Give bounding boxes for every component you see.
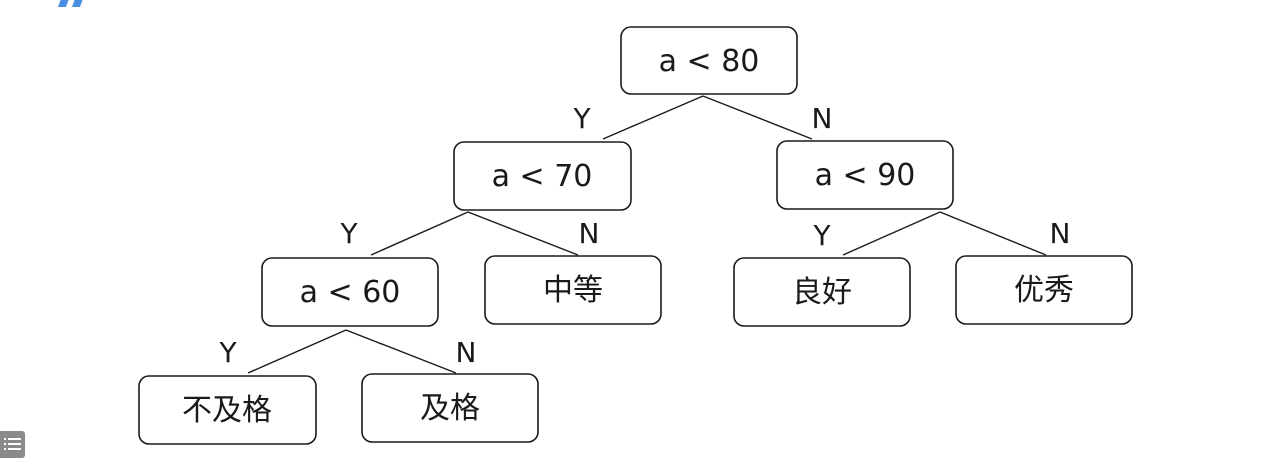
edge-label-right-no: N [1050, 217, 1071, 250]
node-root: a < 80 [620, 26, 798, 95]
node-right-left-label: 良好 [792, 275, 852, 310]
edge-label-leftleft-no: N [456, 336, 477, 369]
node-left-left-right: 及格 [361, 373, 539, 443]
node-left-right: 中等 [484, 255, 662, 325]
edge-right-rightright [939, 211, 1047, 256]
edge-label-right-yes: Y [812, 219, 831, 252]
node-right: a < 90 [776, 140, 954, 210]
node-left-left-right-label: 及格 [420, 391, 480, 426]
edge-label-leftleft-yes: Y [218, 336, 237, 369]
node-left-left-left-label: 不及格 [182, 393, 272, 428]
node-right-right-label: 优秀 [1014, 273, 1074, 308]
edge-root-left [602, 95, 704, 140]
node-left-left: a < 60 [261, 257, 439, 327]
edge-leftleft-pass [345, 329, 457, 374]
edge-left-leftright [467, 211, 579, 256]
node-left-label: a < 70 [492, 159, 593, 194]
edge-label-left-yes: Y [339, 217, 358, 250]
node-right-right: 优秀 [955, 255, 1133, 325]
node-root-label: a < 80 [659, 44, 760, 79]
edge-root-right [702, 95, 813, 140]
list-icon [4, 438, 21, 450]
edge-left-leftleft [370, 211, 469, 256]
edge-leftleft-fail [247, 329, 347, 374]
node-right-left: 良好 [733, 257, 911, 327]
node-left-left-label: a < 60 [300, 275, 401, 310]
edge-right-rightleft [842, 211, 941, 256]
outline-toggle-button[interactable] [0, 431, 25, 458]
edge-label-root-no: N [812, 102, 833, 135]
node-left-left-left: 不及格 [138, 375, 317, 445]
edge-label-root-yes: Y [572, 102, 591, 135]
node-right-label: a < 90 [815, 158, 916, 193]
edge-label-left-no: N [579, 217, 600, 250]
node-left-right-label: 中等 [543, 273, 603, 308]
node-left: a < 70 [453, 141, 632, 211]
